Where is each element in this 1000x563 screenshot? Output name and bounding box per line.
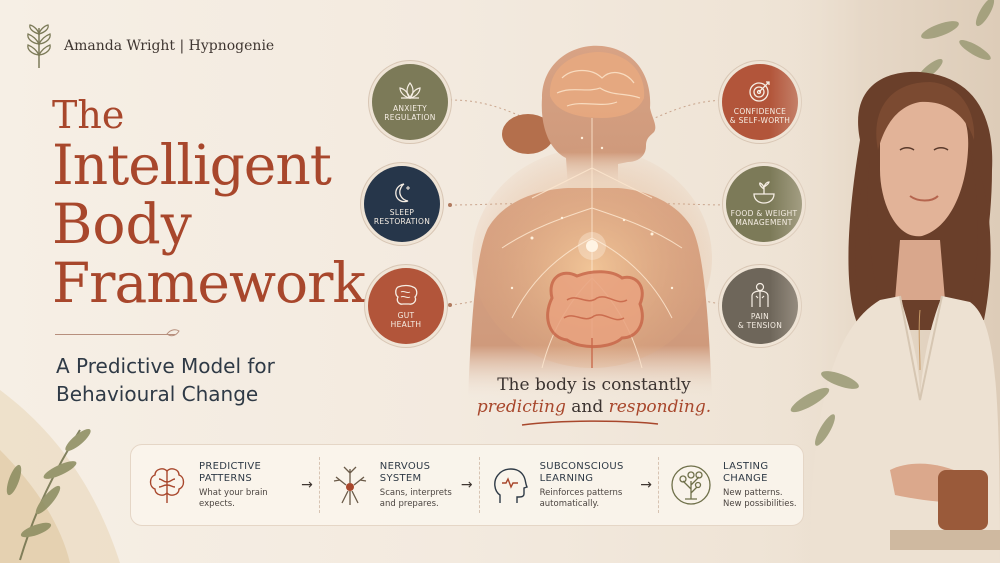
step-desc-line-2: New possibilities. [723,498,797,509]
step-title-line-1: SUBCONSCIOUS [539,460,624,472]
node-label-line-2: & TENSION [737,321,783,330]
step-title-line-2: PATTERNS [199,472,252,484]
title-line-3: Body [52,192,192,256]
step-lasting-change: LASTING CHANGE New patterns. New possibi… [659,445,803,525]
tagline-and: and [565,397,609,417]
title-line-4: Framework [52,251,366,315]
subtitle: A Predictive Model for Behavioural Chang… [56,352,336,408]
body-icon [751,282,769,307]
divider [478,457,480,513]
watercolor-leaves-left [0,390,120,563]
step-desc-line-1: New patterns. [723,487,783,498]
tree-icon [671,465,711,505]
step-desc-line-2: expects. [199,498,235,509]
node-label-line-2: MANAGEMENT [735,218,793,227]
step-desc-line-2: and prepares. [379,498,439,509]
step-desc-line-1: What your brain [199,487,268,498]
woman-photo [770,0,1000,563]
leaf-logo-icon [27,24,51,68]
step-subconscious-learning: SUBCONSCIOUS LEARNING Reinforces pattern… [480,445,635,525]
target-icon [749,81,770,102]
arrow-right-icon: → [640,477,653,493]
title-divider [55,334,175,335]
divider [318,457,320,513]
brand: Amanda Wright | Hypnogenie [24,22,274,70]
arrow-right-icon: → [301,477,313,493]
node-label-line-1: GUT [397,311,415,320]
node-anxiety-regulation: ANXIETY REGULATION [372,64,448,140]
brand-name: Amanda Wright | Hypnogenie [64,38,275,54]
divider [658,457,660,513]
head-heart-icon [493,468,528,503]
step-nervous-system: NERVOUS SYSTEM Scans, interprets and pre… [320,445,455,525]
node-gut-health: GUT HEALTH [368,268,444,344]
node-sleep-restoration: SLEEP RESTORATION [364,166,440,242]
node-label-line-1: CONFIDENCE [733,107,787,116]
step-desc-line-2: automatically. [539,498,600,509]
lotus-icon [399,82,421,99]
tagline-emphasis-2: responding. [608,397,712,417]
arrow-right-icon: → [460,477,473,493]
step-desc-line-1: Scans, interprets [379,487,452,498]
step-title-line-1: PREDICTIVE [199,460,262,472]
step-title-line-1: NERVOUS [379,460,431,472]
node-label-line-1: PAIN [750,312,770,321]
body-illustration [468,45,712,398]
leaf-ornament-icon [166,329,180,337]
node-label-line-2: REGULATION [384,113,436,122]
page-title: The Intelligent Body Framework [52,93,366,315]
tagline-line-1: The body is constantly [497,375,691,395]
tagline-line-2: predicting and responding. [440,396,748,418]
intestine-icon [395,284,418,305]
step-predictive-patterns: PREDICTIVE PATTERNS What your brain expe… [131,445,295,525]
node-label-line-1: ANXIETY [392,104,428,113]
brain-icon [149,468,185,503]
node-label-line-2: HEALTH [390,320,422,329]
tagline: The body is constantly predicting and re… [440,374,748,418]
node-label-line-1: SLEEP [389,208,415,217]
step-title-line-1: LASTING [723,460,769,472]
node-label-line-2: RESTORATION [373,217,431,226]
tagline-underline [521,420,659,426]
step-desc-line-1: Reinforces patterns [539,487,623,498]
title-line-1: The [52,93,125,137]
step-title-line-2: LEARNING [539,472,594,484]
title-line-2: Intelligent [52,133,332,197]
node-label-line-2: & SELF-WORTH [729,116,791,125]
neuron-icon [333,466,366,505]
step-title-line-2: CHANGE [723,472,768,484]
tagline-emphasis-1: predicting [476,397,566,417]
moon-icon [395,183,410,203]
subtitle-line-1: A Predictive Model for [56,354,275,378]
node-label-line-1: FOOD & WEIGHT [730,209,798,218]
process-strip: PREDICTIVE PATTERNS What your brain expe… [130,444,804,526]
subtitle-line-2: Behavioural Change [56,382,259,406]
step-title-line-2: SYSTEM [379,472,422,484]
